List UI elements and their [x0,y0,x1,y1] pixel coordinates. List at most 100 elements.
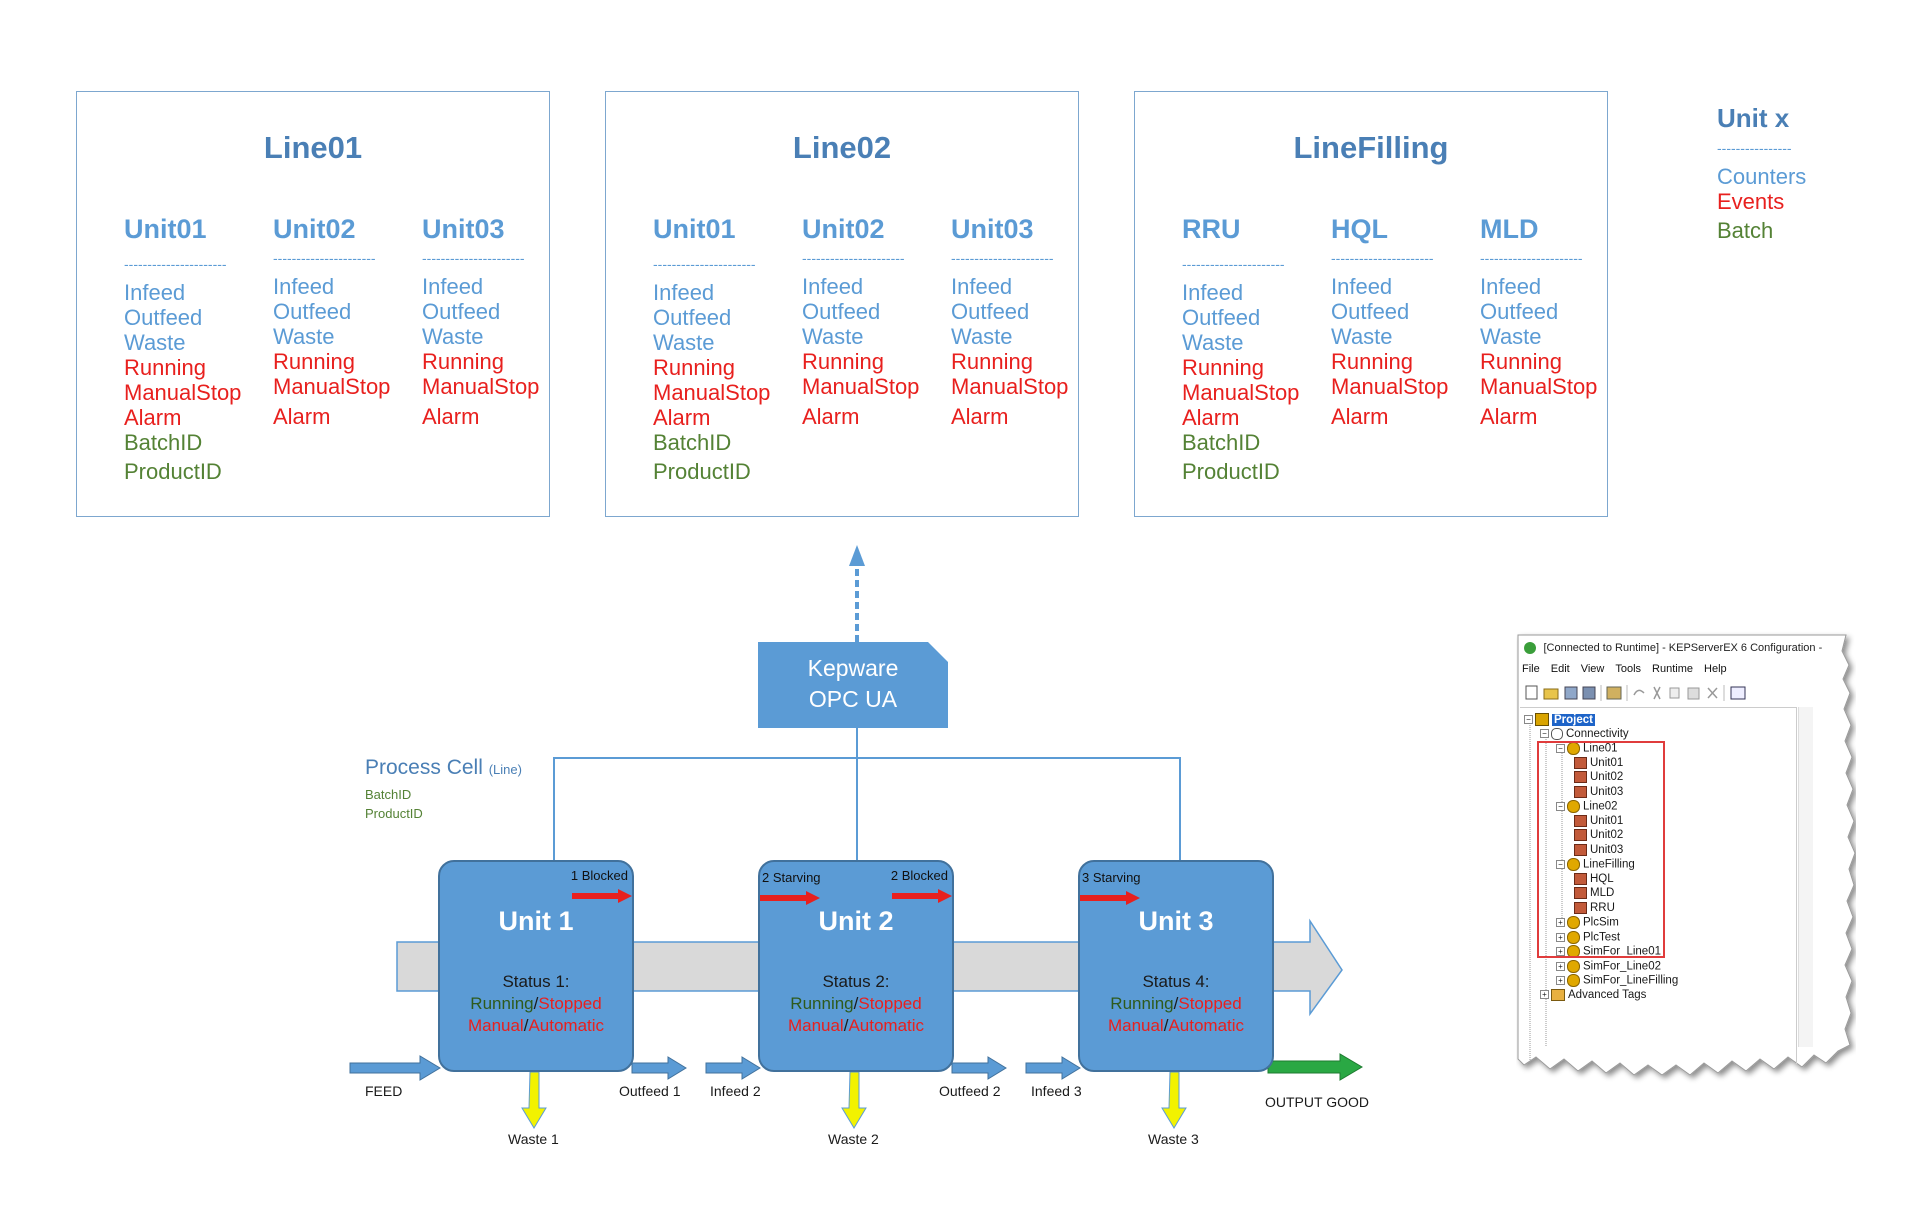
tree-item[interactable]: Unit01 [1574,756,1624,769]
expand-toggle-icon[interactable]: + [1556,976,1565,985]
counter-tag: Outfeed [1331,299,1410,324]
tree-item[interactable]: −Line02 [1556,800,1618,813]
status-separator: / [1173,994,1179,1013]
starving-arrow [760,891,820,905]
delete-icon [1707,687,1718,699]
menu-item-help[interactable]: Help [1704,663,1727,675]
waste1-arrow [521,1071,547,1129]
counter-tag: Waste [802,324,864,349]
tree-item-label: PlcTest [1583,931,1621,944]
counter-tag: Infeed [422,274,484,299]
status-mode-line: Manual/Automatic [440,1015,632,1037]
device-icon [1574,901,1587,914]
status-run-line: Running/Stopped [1080,993,1272,1015]
menu-item-view[interactable]: View [1580,663,1605,675]
legend-title: Unit x [1717,103,1790,133]
tree-item[interactable]: Unit03 [1574,843,1623,856]
tree-item[interactable]: −Project [1524,713,1595,726]
outfeed2-arrow [951,1056,1007,1080]
tree-item-label: Line01 [1583,742,1618,755]
tree-item[interactable]: − Line01 [1556,742,1618,755]
expand-toggle-icon[interactable]: − [1556,802,1565,811]
unit-name: Unit 2 [818,906,894,936]
tree-item[interactable]: RRU [1574,901,1615,914]
tree-item-label: LineFilling [1583,858,1635,871]
tree-item[interactable]: + SimFor_Line02 [1556,959,1661,973]
process-cell-label: Process Cell [365,756,483,779]
expand-toggle-icon[interactable]: − [1556,744,1565,753]
tree-item[interactable]: −Connectivity [1540,727,1629,740]
event-tag: ManualStop [273,374,391,399]
status-mode-line: Manual/Automatic [1080,1015,1272,1037]
expand-toggle-icon[interactable]: − [1556,860,1565,869]
status-running: Running [1110,994,1174,1013]
tree-item[interactable]: − LineFilling [1556,858,1635,871]
tree-item[interactable]: +PlcSim [1556,916,1619,929]
blocked-label: 1 Blocked [570,868,628,883]
copy-icon [1669,687,1680,699]
event-tag: ManualStop [124,380,242,405]
tree-scrollbar[interactable] [1798,707,1813,1047]
event-tag: ManualStop [1480,374,1598,399]
event-tag: Running [1331,349,1413,374]
tree-item[interactable]: HQL [1574,872,1614,885]
unit-separator: ---------------------- [951,250,1054,266]
tree-item[interactable]: + PlcTest [1556,930,1621,944]
menu-item-file[interactable]: File [1522,663,1540,675]
event-tag: ManualStop [653,380,771,405]
menu-item-tools[interactable]: Tools [1615,663,1642,675]
counter-tag: Infeed [653,280,715,305]
expand-toggle-icon[interactable]: − [1540,729,1549,738]
tree-item[interactable]: MLD [1574,887,1614,899]
unit-heading: MLD [1480,214,1539,244]
tree-item-label: Unit01 [1590,756,1624,769]
counter-tag: Waste [1480,324,1542,349]
outfeed1-label: Outfeed 1 [619,1083,681,1099]
window-title: [Connected to Runtime] - KEPServerEX 6 C… [1543,641,1823,654]
batch-tag: ProductID [653,459,751,484]
upload-arrow-head [849,545,865,566]
menu-item-runtime[interactable]: Runtime [1652,663,1694,675]
menu-item-edit[interactable]: Edit [1550,663,1570,675]
properties-icon [1606,686,1622,700]
expand-toggle-icon[interactable]: + [1540,990,1549,999]
tree-item[interactable]: Unit02 [1574,829,1623,841]
tree-item[interactable]: Unit02 [1574,771,1623,783]
event-tag: Running [653,355,735,380]
status-separator: / [1163,1016,1169,1035]
expand-toggle-icon[interactable]: + [1556,961,1565,971]
status-automatic: Automatic [528,1016,605,1035]
blocked-arrow [892,889,952,903]
event-tag: ManualStop [1331,374,1449,399]
tree-item[interactable]: Unit03 [1574,785,1624,798]
kepware-opcua-box: Kepware OPC UA [758,642,948,728]
tree-item-label: RRU [1590,901,1615,914]
tree-item-label: SimFor_Line02 [1583,960,1661,973]
expand-toggle-icon[interactable]: + [1556,947,1565,956]
expand-toggle-icon[interactable]: + [1556,932,1565,942]
tree-item[interactable]: +Advanced Tags [1540,988,1646,1001]
tree-item[interactable]: +SimFor_LineFilling [1556,974,1678,987]
cut-icon [1653,686,1661,700]
save-icon [1564,686,1578,700]
tree-item[interactable]: Unit01 [1574,814,1623,827]
unit-separator: ---------------------- [653,256,756,272]
expand-toggle-icon[interactable]: − [1524,715,1533,724]
status-manual: Manual [467,1016,524,1035]
unit-separator: ---------------------- [422,250,525,266]
unit-separator: ---------------------- [1480,250,1583,266]
output-good-arrow [1267,1053,1363,1081]
tree-item[interactable]: +SimFor_Line01 [1556,945,1661,958]
event-tag: Alarm [1331,404,1389,429]
legend-events: Events [1717,189,1785,214]
event-tag: Alarm [802,404,860,429]
channel-gear-icon [1567,858,1580,871]
status-automatic: Automatic [1168,1016,1245,1035]
tree-item-label: Unit03 [1590,785,1624,798]
unit-heading: Unit02 [273,214,356,244]
expand-toggle-icon[interactable]: + [1556,918,1565,927]
status-manual: Manual [1107,1016,1164,1035]
